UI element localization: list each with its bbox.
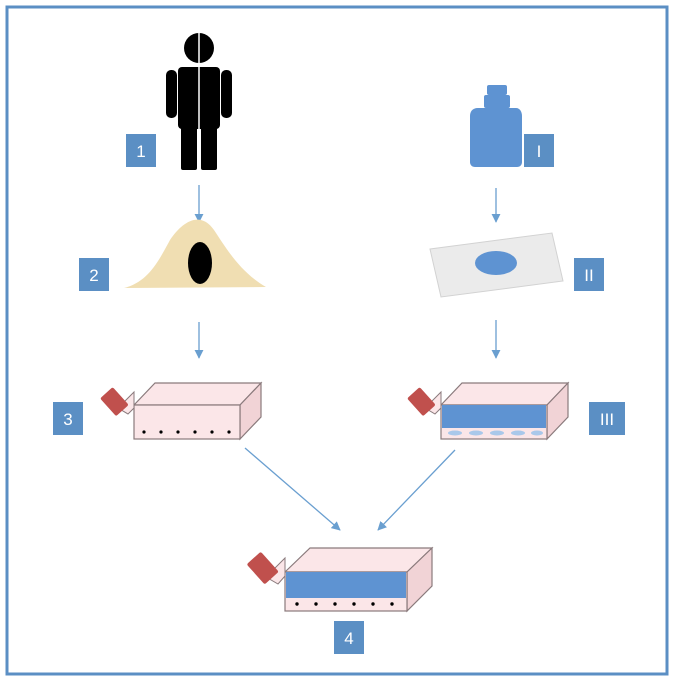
person-icon [166, 33, 232, 170]
tissue-icon [124, 219, 266, 288]
slide-icon [429, 232, 564, 298]
step-label-III-text: III [600, 410, 614, 429]
bottle-icon [470, 85, 522, 167]
arrow-3-to-4 [244, 447, 341, 531]
flask-icon-4 [247, 546, 434, 613]
flask-icon-3 [100, 381, 263, 441]
step-label-3: 3 [53, 402, 83, 435]
step-label-III: III [589, 402, 625, 435]
step-label-1-text: 1 [136, 142, 145, 161]
step-label-4-text: 4 [344, 629, 353, 648]
flask-icon-III [407, 381, 570, 441]
arrow-III-to-4 [377, 449, 456, 531]
step-label-I: I [524, 134, 554, 167]
step-label-II-text: II [584, 266, 593, 285]
step-label-2-text: 2 [89, 266, 98, 285]
step-label-II: II [574, 258, 604, 291]
step-label-4: 4 [334, 621, 364, 654]
step-label-1: 1 [126, 134, 156, 167]
step-label-2: 2 [79, 258, 109, 291]
step-label-3-text: 3 [63, 410, 72, 429]
step-label-I-text: I [537, 142, 542, 161]
